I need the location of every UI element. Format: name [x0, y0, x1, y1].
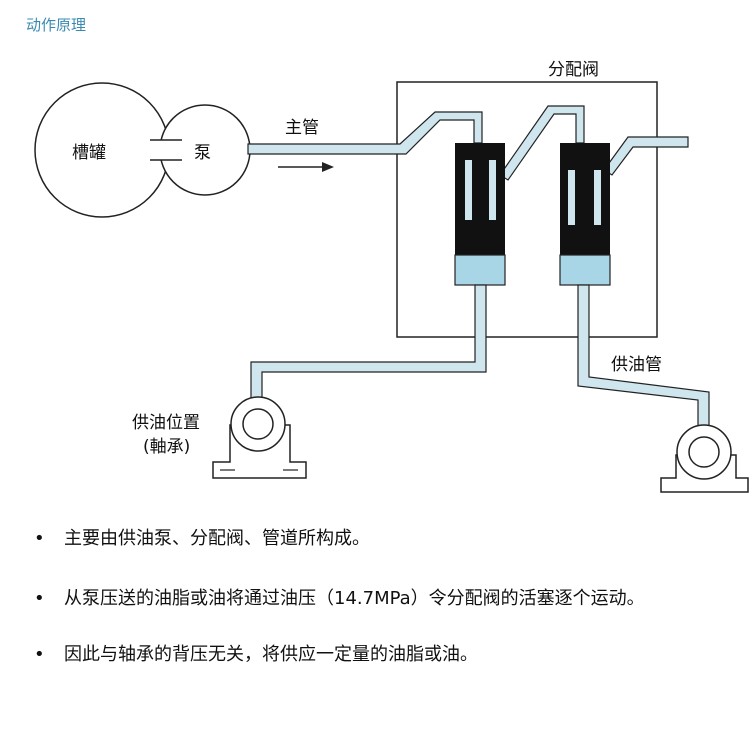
bullet-item: • 因此与轴承的背压无关，将供应一定量的油脂或油。: [30, 642, 740, 668]
left-supply-pipe: [250, 284, 487, 399]
valve-label: 分配阀: [548, 60, 599, 80]
bullet-text: 从泵压送的油脂或油将通过油压（14.7MPa）令分配阀的活塞逐个运动。: [64, 588, 645, 609]
supply-pipe-label: 供油管: [611, 355, 662, 375]
outlet-pipe: [603, 136, 689, 176]
valve-cylinder-2: [559, 143, 611, 286]
bullet-list: • 主要由供油泵、分配阀、管道所构成。 • 从泵压送的油脂或油将通过油压（14.…: [30, 520, 740, 668]
pump-label: 泵: [194, 143, 211, 163]
main-pipe-label: 主管: [285, 118, 319, 138]
bullet-text: 因此与轴承的背压无关，将供应一定量的油脂或油。: [64, 644, 478, 665]
flow-arrow: [278, 162, 334, 172]
bullet-dot: •: [34, 588, 45, 609]
main-pipe: [247, 111, 483, 155]
supply-position-label: 供油位置: [132, 413, 200, 433]
bearing-label: (軸承): [143, 437, 190, 457]
tank-label: 槽罐: [72, 143, 106, 163]
left-bearing: [212, 396, 307, 479]
valve-housing: [396, 81, 658, 338]
bullet-item: • 从泵压送的油脂或油将通过油压（14.7MPa）令分配阀的活塞逐个运动。: [30, 586, 740, 612]
valve-cylinder-1: [454, 143, 506, 286]
page-title: 动作原理: [26, 16, 87, 34]
right-bearing: [660, 424, 749, 493]
bullet-dot: •: [34, 644, 45, 665]
bullet-item: • 主要由供油泵、分配阀、管道所构成。: [30, 526, 740, 552]
bullet-dot: •: [34, 528, 45, 549]
bullet-text: 主要由供油泵、分配阀、管道所构成。: [64, 528, 370, 549]
lubrication-diagram: 分配阀 槽罐 泵 主管 供油管 供油位置 (軸: [34, 60, 749, 493]
